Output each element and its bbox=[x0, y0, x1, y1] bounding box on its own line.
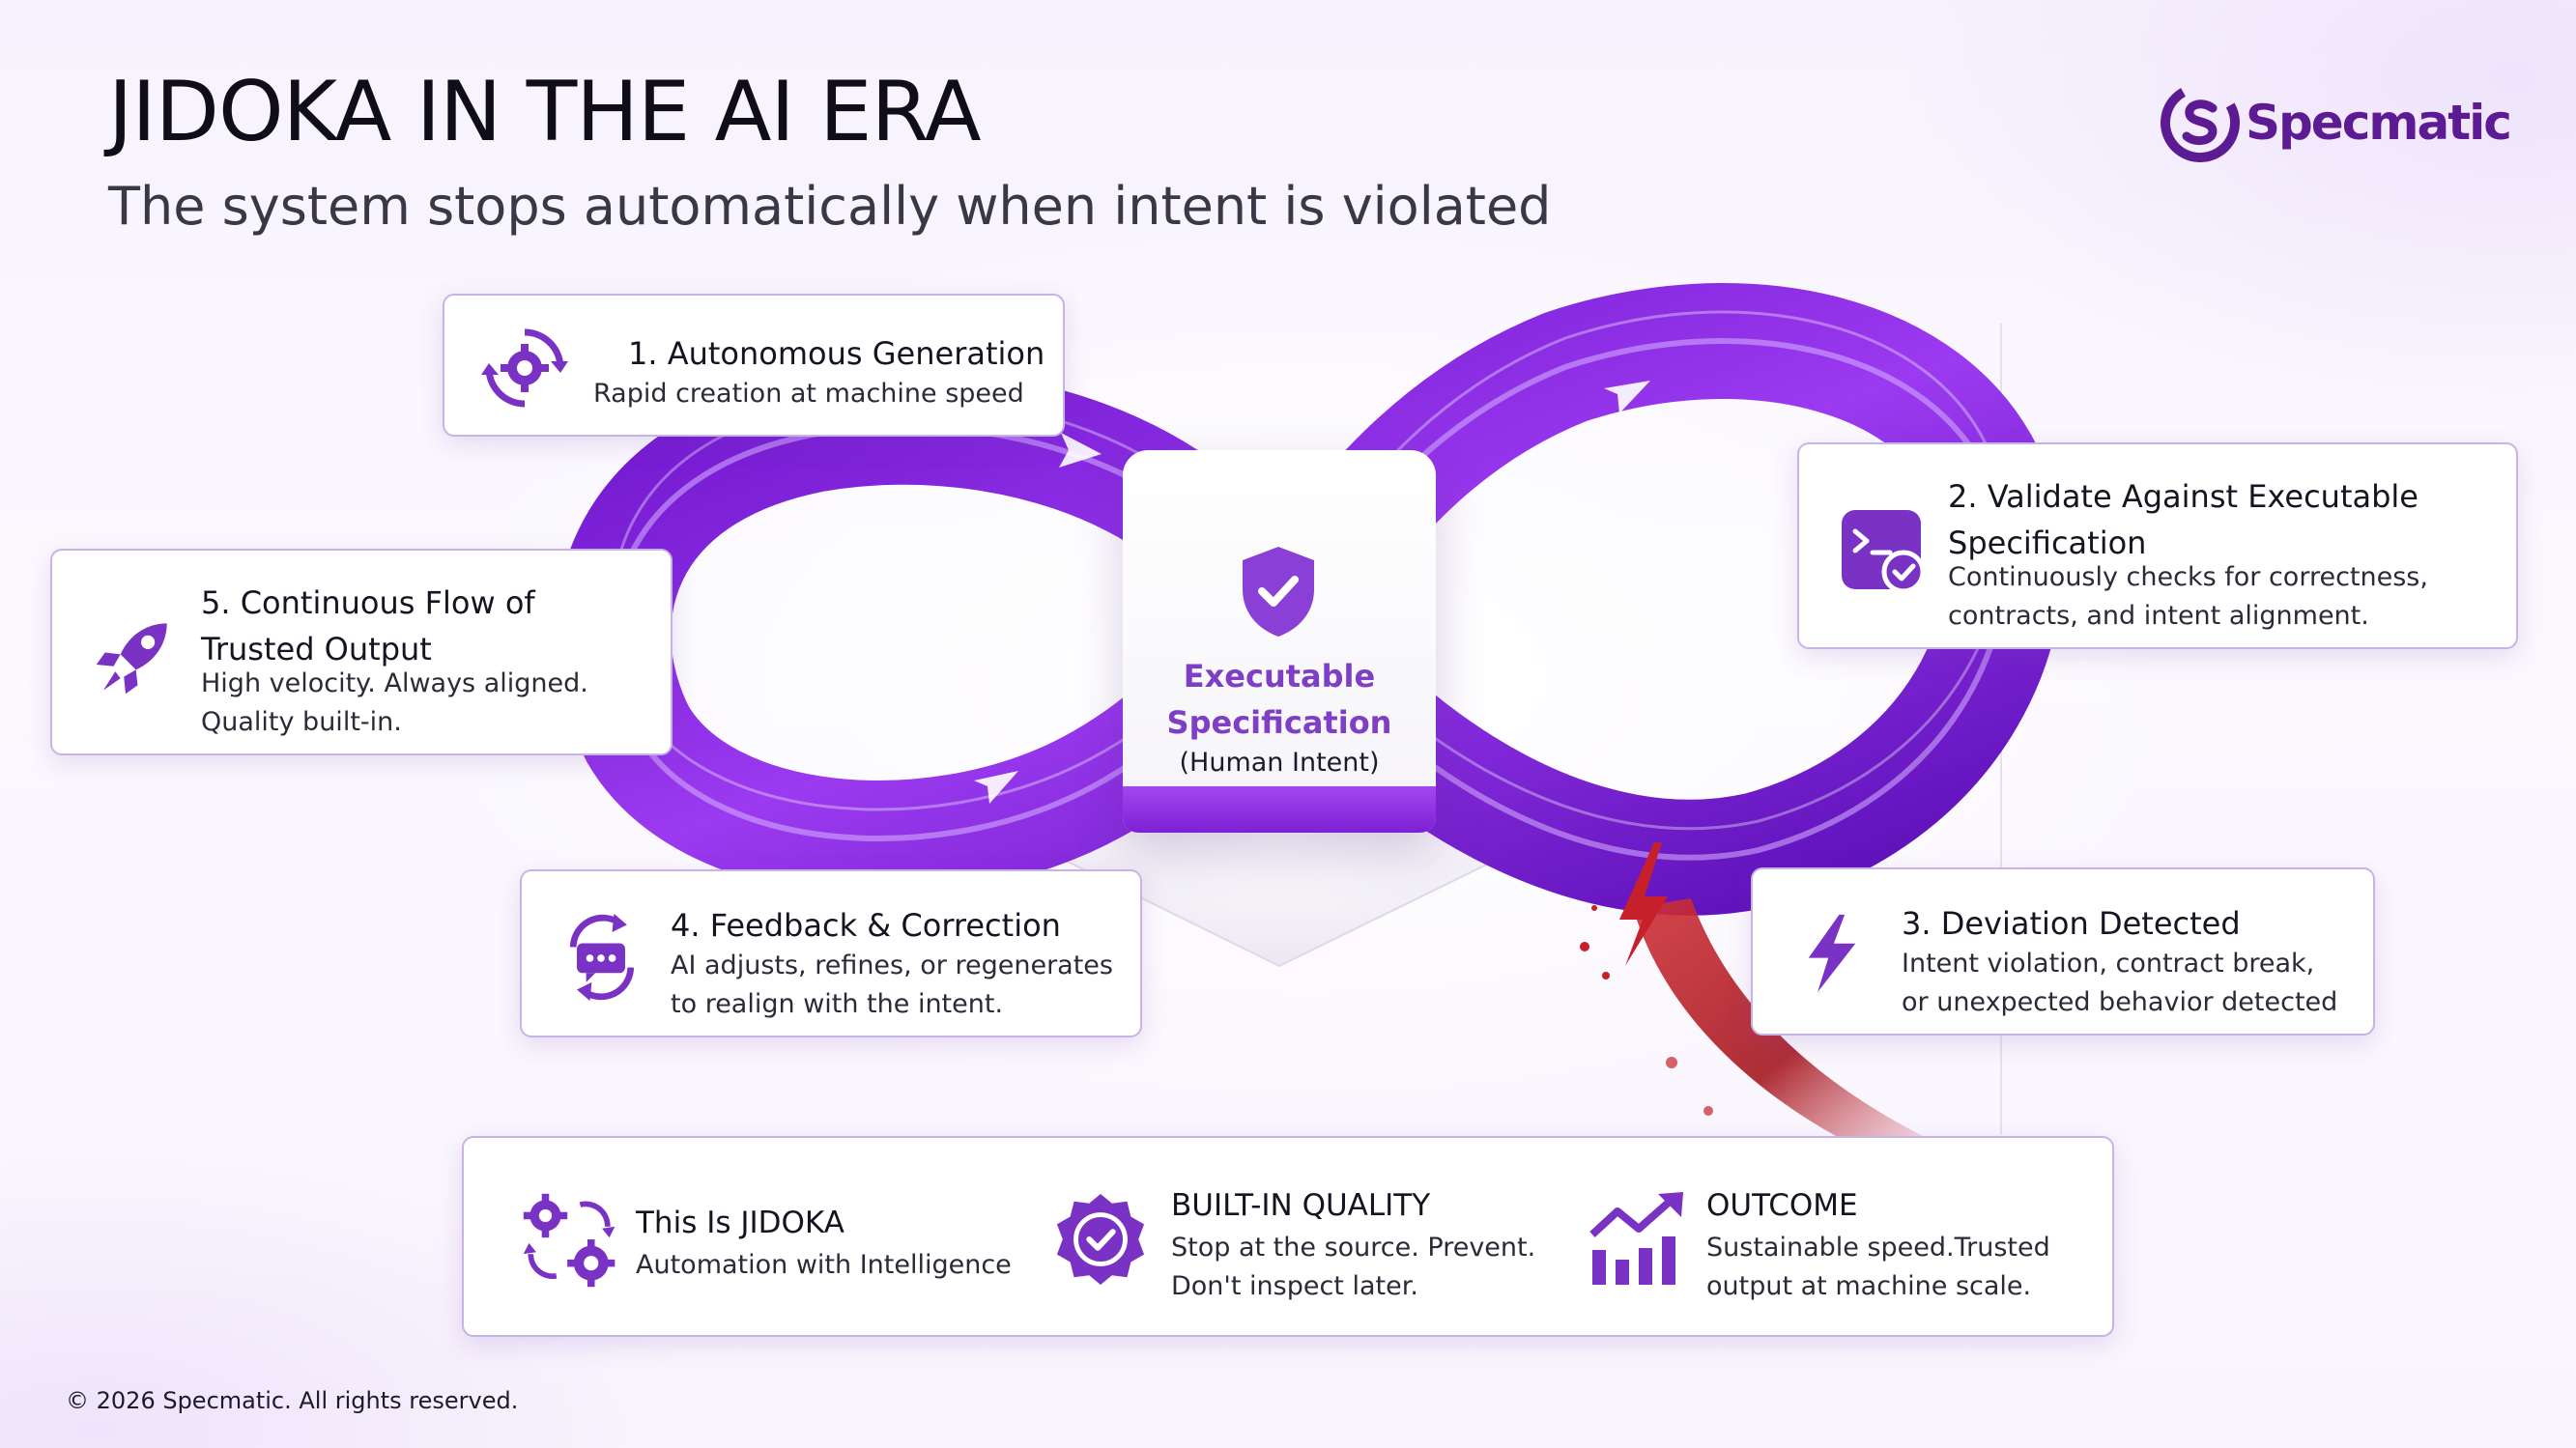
step-card-5: 5. Continuous Flow of Trusted Output Hig… bbox=[50, 549, 673, 755]
badge-check-icon bbox=[1056, 1193, 1145, 1286]
step-card-3: 3. Deviation Detected Intent violation, … bbox=[1751, 867, 2375, 1036]
step-description: High velocity. Always aligned. Quality b… bbox=[201, 668, 588, 737]
step-card-1: 1. Autonomous Generation Rapid creation … bbox=[443, 294, 1065, 437]
step-description: Continuously checks for correctness, con… bbox=[1948, 562, 2428, 631]
page-subtitle: The system stops automatically when inte… bbox=[108, 176, 1552, 237]
flow-arrow-3 bbox=[974, 771, 1018, 804]
deviation-bolt bbox=[1619, 842, 1668, 966]
rocket-icon bbox=[96, 623, 167, 695]
spark bbox=[1703, 1106, 1713, 1116]
gear-cycle-icon bbox=[481, 328, 568, 408]
step-card-4: 4. Feedback & Correction AI adjusts, ref… bbox=[520, 869, 1142, 1037]
shield-check-icon bbox=[1243, 547, 1314, 637]
flow-arrow-1 bbox=[1059, 433, 1102, 468]
specmatic-logo-icon bbox=[2161, 83, 2240, 162]
summary-panel: This Is JIDOKA Automation with Intellige… bbox=[462, 1136, 2114, 1337]
summary-title: BUILT-IN QUALITY bbox=[1171, 1188, 1431, 1223]
copyright-notice: © 2026 Specmatic. All rights reserved. bbox=[66, 1387, 519, 1414]
step-description: AI adjusts, refines, or regenerates to r… bbox=[671, 951, 1113, 1019]
executable-specification-hub: Executable Specification (Human Intent) bbox=[1123, 450, 1436, 833]
step-title: 1. Autonomous Generation bbox=[628, 335, 1045, 372]
step-title: 3. Deviation Detected bbox=[1902, 905, 2241, 942]
step-description: Intent violation, contract break, or une… bbox=[1902, 949, 2338, 1017]
flow-arrow-2 bbox=[1604, 381, 1650, 413]
summary-item-outcome: OUTCOME Sustainable speed.Trusted output… bbox=[1589, 1138, 2091, 1339]
step-title: 4. Feedback & Correction bbox=[671, 907, 1061, 944]
feedback-cycle-icon bbox=[569, 913, 635, 1002]
summary-item-quality: BUILT-IN QUALITY Stop at the source. Pre… bbox=[1053, 1138, 1575, 1339]
summary-title: OUTCOME bbox=[1706, 1188, 1858, 1223]
spark bbox=[1591, 905, 1597, 911]
terminal-check-icon bbox=[1842, 510, 1926, 594]
brand-logo: Specmatic bbox=[2161, 79, 2512, 166]
step-card-2: 2. Validate Against Executable Specifica… bbox=[1797, 442, 2518, 649]
page-title: JIDOKA IN THE AI ERA bbox=[108, 64, 982, 160]
step-description: Rapid creation at machine speed bbox=[593, 379, 1024, 409]
summary-description: Sustainable speed.Trusted output at mach… bbox=[1706, 1233, 2050, 1301]
summary-item-jidoka: This Is JIDOKA Automation with Intellige… bbox=[464, 1138, 1012, 1339]
step-title: 5. Continuous Flow of Trusted Output bbox=[201, 584, 535, 667]
hub-title: Executable Specification bbox=[1166, 658, 1392, 741]
summary-description: Automation with Intelligence bbox=[636, 1250, 1012, 1280]
summary-title: This Is JIDOKA bbox=[636, 1206, 844, 1240]
summary-description: Stop at the source. Prevent. Don't inspe… bbox=[1171, 1233, 1536, 1301]
brand-name: Specmatic bbox=[2246, 95, 2512, 151]
hub-subtitle: (Human Intent) bbox=[1179, 748, 1380, 778]
spark bbox=[1580, 942, 1589, 951]
lightning-icon bbox=[1808, 914, 1856, 993]
spark bbox=[1666, 1057, 1677, 1068]
hub-base bbox=[1123, 786, 1436, 833]
spark bbox=[1602, 972, 1610, 980]
gears-cycle-icon bbox=[523, 1193, 615, 1288]
step-title: 2. Validate Against Executable Specifica… bbox=[1948, 478, 2419, 561]
growth-chart-icon bbox=[1589, 1192, 1683, 1285]
